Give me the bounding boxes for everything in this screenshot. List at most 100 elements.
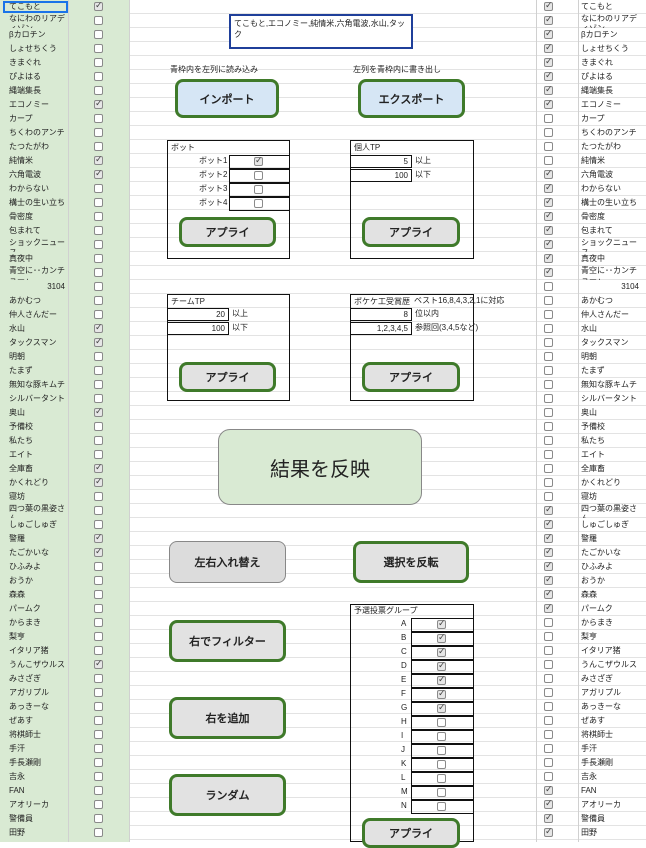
- right-list-checkbox[interactable]: [544, 560, 553, 571]
- import-button[interactable]: インポート: [175, 79, 279, 118]
- left-list-checkbox[interactable]: [94, 520, 103, 529]
- group-checkbox[interactable]: [437, 688, 446, 699]
- group-checkbox[interactable]: [437, 760, 446, 769]
- right-list-checkbox[interactable]: [544, 464, 553, 473]
- left-list-checkbox[interactable]: [94, 646, 103, 655]
- left-list-checkbox[interactable]: [94, 674, 103, 683]
- right-list-checkbox[interactable]: [544, 56, 553, 67]
- right-list-checkbox[interactable]: [544, 450, 553, 459]
- right-list-checkbox[interactable]: [544, 588, 553, 599]
- group-checkbox[interactable]: [437, 646, 446, 657]
- left-list-checkbox[interactable]: [94, 380, 103, 389]
- left-list-checkbox[interactable]: [94, 814, 103, 823]
- add-right-button[interactable]: 右を追加: [169, 697, 286, 739]
- left-list-checkbox[interactable]: [94, 422, 103, 431]
- left-list-checkbox[interactable]: [94, 658, 103, 669]
- right-list-checkbox[interactable]: [544, 716, 553, 725]
- group-checkbox[interactable]: [437, 732, 446, 741]
- group-checkbox[interactable]: [437, 660, 446, 671]
- right-list-checkbox[interactable]: [544, 210, 553, 221]
- left-list-checkbox[interactable]: [94, 702, 103, 711]
- right-list-checkbox[interactable]: [544, 518, 553, 529]
- right-list-checkbox[interactable]: [544, 114, 553, 123]
- group-checkbox[interactable]: [437, 674, 446, 685]
- reflect-results-button[interactable]: 結果を反映: [218, 429, 422, 505]
- left-list-checkbox[interactable]: [94, 532, 103, 543]
- left-list-checkbox[interactable]: [94, 240, 103, 249]
- left-list-checkbox[interactable]: [94, 226, 103, 235]
- right-list-checkbox[interactable]: [544, 744, 553, 753]
- right-list-checkbox[interactable]: [544, 826, 553, 837]
- right-list-checkbox[interactable]: [544, 224, 553, 235]
- right-list-checkbox[interactable]: [544, 28, 553, 39]
- left-list-checkbox[interactable]: [94, 212, 103, 221]
- left-list-checkbox[interactable]: [94, 546, 103, 557]
- left-list-checkbox[interactable]: [94, 744, 103, 753]
- selected-cell[interactable]: [3, 1, 68, 13]
- invert-selection-button[interactable]: 選択を反転: [353, 541, 469, 583]
- right-list-checkbox[interactable]: [544, 282, 553, 291]
- right-list-checkbox[interactable]: [544, 492, 553, 501]
- left-list-checkbox[interactable]: [94, 16, 103, 25]
- right-list-checkbox[interactable]: [544, 84, 553, 95]
- team-tp-max-input[interactable]: 100: [167, 322, 229, 335]
- left-list-checkbox[interactable]: [94, 406, 103, 417]
- right-list-checkbox[interactable]: [544, 42, 553, 53]
- left-list-checkbox[interactable]: [94, 58, 103, 67]
- left-list-checkbox[interactable]: [94, 336, 103, 347]
- right-list-checkbox[interactable]: [544, 0, 553, 11]
- left-list-checkbox[interactable]: [94, 30, 103, 39]
- right-list-checkbox[interactable]: [544, 784, 553, 795]
- personal-tp-min-input[interactable]: 5: [350, 155, 412, 168]
- right-list-checkbox[interactable]: [544, 156, 553, 165]
- group-checkbox[interactable]: [437, 802, 446, 811]
- left-list-checkbox[interactable]: [94, 618, 103, 627]
- right-list-checkbox[interactable]: [544, 252, 553, 263]
- left-list-checkbox[interactable]: [94, 604, 103, 613]
- right-list-checkbox[interactable]: [544, 128, 553, 137]
- awards-rank-input[interactable]: 8: [350, 308, 412, 321]
- team-tp-apply-button[interactable]: アプライ: [179, 362, 276, 392]
- left-list-checkbox[interactable]: [94, 772, 103, 781]
- right-list-checkbox[interactable]: [544, 380, 553, 389]
- left-list-checkbox[interactable]: [94, 450, 103, 459]
- right-list-checkbox[interactable]: [544, 436, 553, 445]
- right-list-checkbox[interactable]: [544, 394, 553, 403]
- right-list-checkbox[interactable]: [544, 168, 553, 179]
- random-button[interactable]: ランダム: [169, 774, 286, 816]
- right-list-checkbox[interactable]: [544, 632, 553, 641]
- right-list-checkbox[interactable]: [544, 238, 553, 249]
- left-list-checkbox[interactable]: [94, 296, 103, 305]
- awards-apply-button[interactable]: アプライ: [362, 362, 460, 392]
- bot-apply-button[interactable]: アプライ: [179, 217, 276, 247]
- right-list-checkbox[interactable]: [544, 702, 553, 711]
- left-list-checkbox[interactable]: [94, 352, 103, 361]
- left-list-checkbox[interactable]: [94, 366, 103, 375]
- left-list-checkbox[interactable]: [94, 98, 103, 109]
- left-list-checkbox[interactable]: [94, 0, 103, 11]
- group-checkbox[interactable]: [437, 774, 446, 783]
- right-list-checkbox[interactable]: [544, 352, 553, 361]
- right-list-checkbox[interactable]: [544, 196, 553, 207]
- right-list-checkbox[interactable]: [544, 504, 553, 515]
- left-list-checkbox[interactable]: [94, 632, 103, 641]
- right-list-checkbox[interactable]: [544, 660, 553, 669]
- bot-checkbox[interactable]: [254, 155, 263, 166]
- left-list-checkbox[interactable]: [94, 828, 103, 837]
- left-list-checkbox[interactable]: [94, 716, 103, 725]
- left-list-checkbox[interactable]: [94, 254, 103, 263]
- right-list-checkbox[interactable]: [544, 688, 553, 697]
- group-checkbox[interactable]: [437, 632, 446, 643]
- right-list-checkbox[interactable]: [544, 646, 553, 655]
- left-list-checkbox[interactable]: [94, 154, 103, 165]
- right-list-checkbox[interactable]: [544, 478, 553, 487]
- right-list-checkbox[interactable]: [544, 674, 553, 683]
- left-list-checkbox[interactable]: [94, 282, 103, 291]
- bot-checkbox[interactable]: [254, 171, 263, 180]
- left-list-checkbox[interactable]: [94, 72, 103, 81]
- left-list-checkbox[interactable]: [94, 142, 103, 151]
- bot-checkbox[interactable]: [254, 185, 263, 194]
- right-list-checkbox[interactable]: [544, 366, 553, 375]
- right-list-checkbox[interactable]: [544, 546, 553, 557]
- right-list-checkbox[interactable]: [544, 266, 553, 277]
